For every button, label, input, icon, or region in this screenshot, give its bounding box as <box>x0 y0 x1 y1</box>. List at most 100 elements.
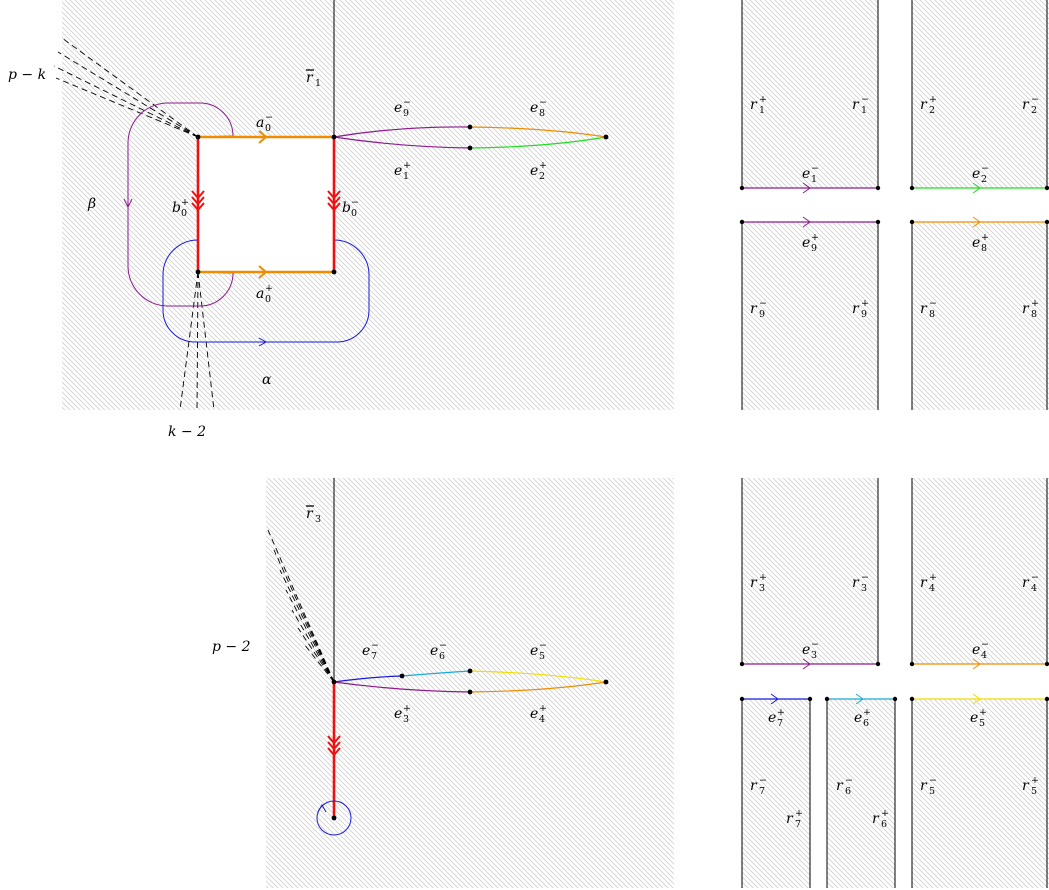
label-sub: 4 <box>1031 583 1037 594</box>
label-sub: 3 <box>811 650 817 661</box>
label-base: r <box>750 778 758 794</box>
label-sub: 9 <box>759 309 765 320</box>
label-sup: + <box>929 94 937 105</box>
panel-r8 <box>909 216 1049 410</box>
label-sup: + <box>981 232 989 243</box>
label-sub: 4 <box>539 714 545 725</box>
label-sub: 8 <box>981 243 987 254</box>
label-sup: + <box>863 707 871 718</box>
panel-r5 <box>909 693 1049 888</box>
label-sub: 9 <box>403 108 409 119</box>
label-base: r <box>920 301 928 317</box>
label-b0p: b+0 <box>172 197 189 219</box>
label-pe4m: e−4 <box>972 639 989 661</box>
label-e8m: e−8 <box>530 97 547 119</box>
label-base: e <box>362 643 370 659</box>
label-sup: − <box>265 112 273 123</box>
alpha-arrow <box>258 337 268 347</box>
label-sup: + <box>881 808 889 819</box>
label-sub: 7 <box>371 651 377 662</box>
label-base: r <box>920 575 928 591</box>
label-pe8p: e+8 <box>972 232 989 254</box>
loop-blue-arrow <box>317 803 327 813</box>
label-sup: + <box>539 160 547 171</box>
label-sub: 0 <box>181 208 187 219</box>
label-base: r <box>920 97 928 113</box>
panel-r3 <box>739 478 881 670</box>
label-sup: + <box>759 94 767 105</box>
label-pr1p: r+1 <box>750 94 767 116</box>
label-sub: 0 <box>265 294 271 305</box>
label-pr9m: r−9 <box>750 298 767 320</box>
label-sup: + <box>795 808 803 819</box>
beta-arrow <box>123 198 133 209</box>
label-base: r <box>920 778 928 794</box>
label-sub: 5 <box>929 786 935 797</box>
label-b0m: b−0 <box>342 197 359 219</box>
arrow-b0-left <box>191 190 205 212</box>
label-sup: + <box>979 707 987 718</box>
label-sub: 3 <box>861 583 867 594</box>
label-base: e <box>530 706 538 722</box>
label-sub: 6 <box>863 718 869 729</box>
label-sup: − <box>845 775 853 786</box>
label-sub: 5 <box>539 651 545 662</box>
label-sub: 1 <box>403 171 409 182</box>
dashed-bundle-bottom <box>179 271 215 411</box>
panel-r2 <box>909 0 1049 194</box>
label-base: e <box>972 235 980 251</box>
label-sub: 1 <box>315 78 321 89</box>
label-sub: 1 <box>759 105 765 116</box>
label-base: e <box>802 642 810 658</box>
panel-r9 <box>739 216 881 410</box>
label-pe6p: e+6 <box>854 707 871 729</box>
edge-e9-upper-left <box>333 126 471 138</box>
label-base: r <box>852 575 860 591</box>
label-base: e <box>394 163 402 179</box>
label-sub: 1 <box>861 105 867 116</box>
label-sup: + <box>539 703 547 714</box>
edge-e1-lower-left <box>333 136 471 149</box>
label-sup: − <box>929 775 937 786</box>
label-base: e <box>530 100 538 116</box>
dashed-bundle-top <box>53 37 199 138</box>
label-pr5p: r+5 <box>1022 775 1039 797</box>
edge-e6 <box>401 670 471 677</box>
label-text: α <box>262 372 272 388</box>
label-sub: 9 <box>861 309 867 320</box>
label-pr8p: r+8 <box>1022 298 1039 320</box>
loop-alpha <box>162 239 370 343</box>
label-pk: p − k <box>8 67 46 83</box>
label-base: e <box>430 643 438 659</box>
label-base: r <box>750 97 758 113</box>
label-pr6m: r−6 <box>836 775 853 797</box>
label-base: r <box>786 811 794 827</box>
label-sub: 3 <box>403 714 409 725</box>
label-base: e <box>394 100 402 116</box>
label-e1p: e+1 <box>394 160 411 182</box>
label-base: r <box>306 506 314 522</box>
label-sub: 3 <box>315 514 321 525</box>
label-sub: 8 <box>929 309 935 320</box>
label-text: β <box>87 196 96 212</box>
label-base: a <box>256 286 264 302</box>
label-sup: − <box>981 163 989 174</box>
edge-e2-lower-right <box>469 136 607 149</box>
label-pr2p: r+2 <box>920 94 937 116</box>
label-sub: 0 <box>351 208 357 219</box>
label-e2p: e+2 <box>530 160 547 182</box>
edge-e8-upper-right <box>469 126 607 138</box>
label-sub: 7 <box>759 786 765 797</box>
bottom-hatched-region <box>266 478 674 888</box>
arrow-a0-bottom <box>258 265 268 279</box>
top-hatched-region <box>62 0 674 410</box>
panel-r4 <box>909 478 1049 670</box>
label-sup: + <box>861 298 869 309</box>
label-base: e <box>802 235 810 251</box>
label-pr8m: r−8 <box>920 298 937 320</box>
label-sub: 4 <box>981 650 987 661</box>
label-base: r <box>1022 301 1030 317</box>
label-pr7m: r−7 <box>750 775 767 797</box>
label-base: r <box>872 811 880 827</box>
